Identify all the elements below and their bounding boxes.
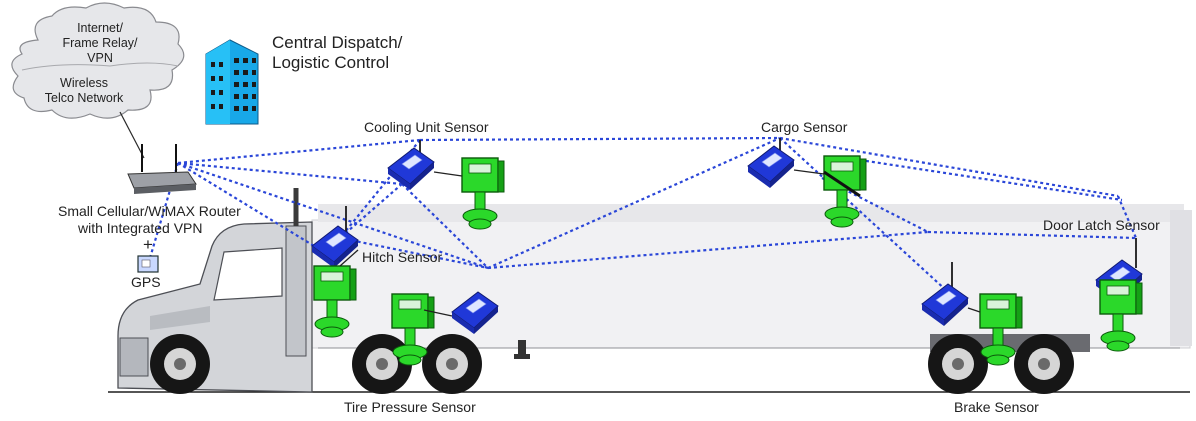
cooling-unit-sensor-label: Cooling Unit Sensor (364, 119, 489, 135)
router-label-line1: Small Cellular/WiMAX Router (58, 203, 241, 219)
cloud-label-internet: Internet/ (77, 21, 123, 35)
cloud-label-telco: Telco Network (45, 91, 124, 105)
brake-sensor-label: Brake Sensor (954, 399, 1039, 415)
router-label-line2: with Integrated VPN (77, 220, 203, 236)
gps-icon (137, 255, 159, 273)
gps-label: GPS (131, 274, 161, 290)
door-latch-sensor-label: Door Latch Sensor (1043, 217, 1160, 233)
tire-pressure-sensor-label: Tire Pressure Sensor (344, 399, 476, 415)
sensor-wires (339, 169, 981, 317)
dispatch-label-line2: Logistic Control (272, 53, 389, 72)
cargo-sensor-cable (823, 170, 861, 198)
cloud-label-wireless: Wireless (60, 76, 108, 90)
router-icon (127, 144, 197, 194)
cargo-transmitter-icon (747, 145, 795, 189)
router-plus-sign: + (143, 235, 153, 254)
cargo-sensor-label: Cargo Sensor (761, 119, 848, 135)
cloud-router-connector (119, 111, 145, 159)
hitch-sensor-label: Hitch Sensor (362, 249, 442, 265)
cloud-label-frame-relay: Frame Relay/ (62, 36, 138, 50)
cloud-label-vpn: VPN (87, 51, 113, 65)
dispatch-building-icon (205, 39, 259, 125)
network-cloud: Internet/ Frame Relay/ VPN Wireless Telc… (11, 2, 185, 119)
dispatch-label-line1: Central Dispatch/ (272, 33, 403, 52)
